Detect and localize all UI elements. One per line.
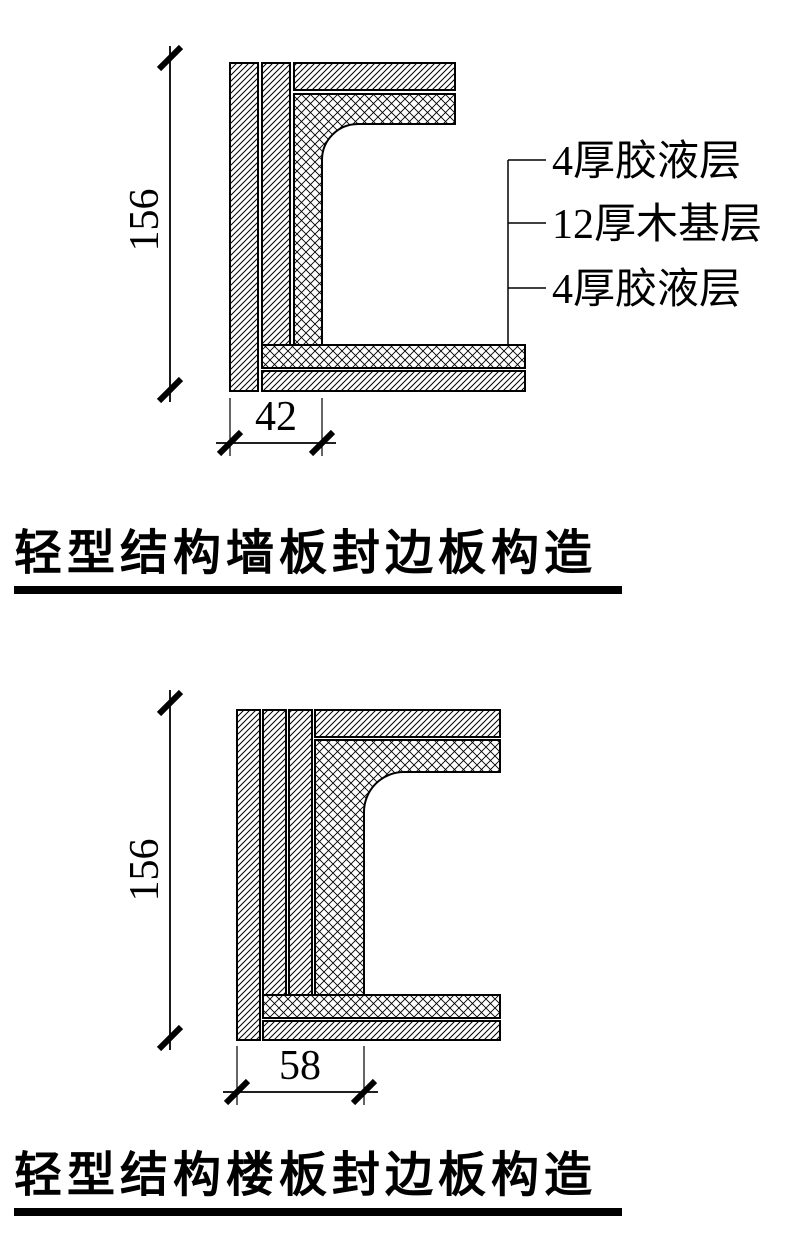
- floor-panel-detail: [236, 709, 501, 1041]
- dimension-tick: [216, 429, 244, 457]
- wall-title-underline: [14, 586, 622, 594]
- dimension-tick: [156, 376, 184, 404]
- floor-edge-strip-2: [262, 709, 287, 996]
- floor-edge-strip-3: [288, 709, 313, 996]
- floor-edge-strip-1: [236, 709, 261, 1041]
- wall-panel-detail: [229, 62, 526, 392]
- callout-label-glue-top: 4厚胶液层: [552, 138, 741, 185]
- dimension-tick: [156, 44, 184, 72]
- floor-height-dimension: 156: [122, 689, 184, 1052]
- dimension-tick: [308, 429, 336, 457]
- floor-wood-core-piece: [314, 739, 501, 996]
- floor-width-dimension: 58: [223, 1043, 378, 1106]
- wall-detail-title: 轻型结构墙板封边板构造: [14, 527, 598, 580]
- callout-label-wood-base: 12厚木基层: [552, 202, 762, 248]
- wall-width-dimension: 42: [216, 394, 336, 457]
- wall-bottom-core-layer: [261, 344, 526, 369]
- dimension-tick: [156, 1024, 184, 1052]
- width-dimension-value: 42: [255, 394, 297, 440]
- width-dimension-value: 58: [279, 1043, 321, 1089]
- wall-top-skin-board: [293, 62, 456, 91]
- floor-detail-title: 轻型结构楼板封边板构造: [14, 1149, 598, 1202]
- wall-height-dimension: 156: [122, 44, 184, 404]
- floor-top-skin-board: [314, 709, 501, 738]
- floor-title-underline: [14, 1208, 622, 1216]
- wall-inner-edge-strip: [261, 62, 291, 346]
- wall-outer-edge-strip: [229, 62, 259, 392]
- wall-callout-leaders: [507, 159, 546, 346]
- wall-wood-core-piece: [293, 93, 456, 346]
- height-dimension-value: 156: [122, 839, 168, 902]
- dimension-tick: [350, 1078, 378, 1106]
- wall-bottom-skin-layer: [261, 370, 526, 392]
- dimension-tick: [156, 689, 184, 717]
- height-dimension-value: 156: [122, 189, 168, 252]
- callout-label-glue-bottom: 4厚胶液层: [552, 266, 741, 313]
- floor-bottom-core-layer: [262, 994, 501, 1019]
- dimension-tick: [223, 1078, 251, 1106]
- floor-bottom-skin-layer: [262, 1020, 501, 1041]
